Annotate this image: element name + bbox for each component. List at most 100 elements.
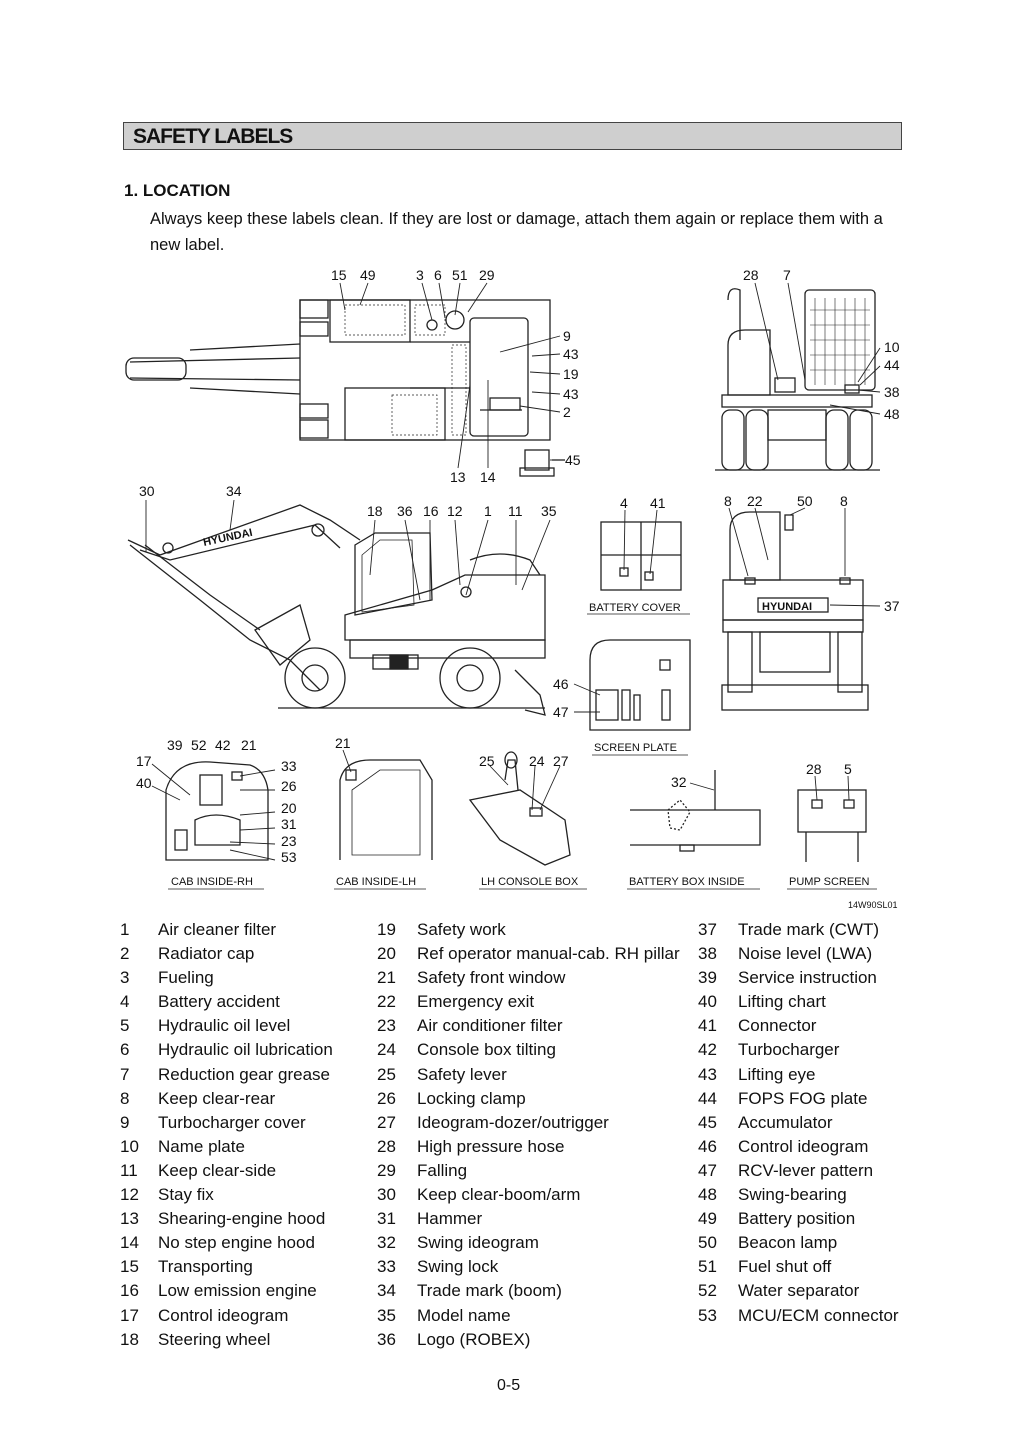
pump-screen-drawing — [797, 789, 867, 862]
legend-item-number: 33 — [377, 1257, 396, 1277]
callout-number: 16 — [423, 503, 439, 519]
legend-item-number: 16 — [120, 1281, 139, 1301]
legend-item-label: Model name — [417, 1305, 511, 1325]
figure-code: 14W90SL01 — [848, 900, 898, 910]
cab-inside-rh-leader-lines — [151, 763, 276, 861]
legend-item-number: 4 — [120, 992, 130, 1012]
lh-console-box-callouts: 25 24 27 LH CONSOLE BOX — [479, 753, 579, 888]
rear-view-leader-lines — [754, 282, 881, 415]
callout-number: 39 — [167, 737, 183, 753]
callout-number: 27 — [553, 753, 569, 769]
legend-item-number: 28 — [377, 1136, 396, 1156]
legend-item: 14 No step engine hood — [120, 1231, 333, 1255]
legend-item-label: FOPS FOG plate — [738, 1088, 868, 1108]
legend-item-number: 42 — [698, 1040, 717, 1060]
cab-inside-rh-drawing — [165, 761, 269, 861]
legend-item-label: Safety front window — [417, 968, 566, 988]
callout-number: 49 — [360, 267, 376, 283]
battery-cover-callouts: 4 41 BATTERY COVER — [589, 495, 681, 614]
callout-number: 30 — [139, 483, 155, 499]
legend-item-number: 15 — [120, 1257, 139, 1277]
legend-item-label: Shearing-engine hood — [158, 1209, 326, 1229]
page-number: 0-5 — [497, 1377, 521, 1394]
page-title: SAFETY LABELS — [133, 125, 293, 148]
callout-number: 46 — [553, 676, 569, 692]
top-view-leader-lines — [339, 282, 561, 469]
legend-item-label: MCU/ECM connector — [738, 1305, 899, 1325]
callout-number: 1 — [484, 503, 492, 519]
callout-number: 53 — [281, 849, 297, 865]
legend-item-label: Name plate — [158, 1136, 245, 1156]
legend-item-number: 34 — [377, 1281, 396, 1301]
legend-item-label: Hydraulic oil lubrication — [158, 1040, 333, 1060]
legend-item-label: Trade mark (boom) — [417, 1281, 562, 1301]
legend-item-label: Battery position — [738, 1209, 856, 1229]
callout-number: 38 — [884, 384, 900, 400]
legend-item-number: 8 — [120, 1088, 130, 1108]
legend-item-label: Lifting chart — [738, 992, 826, 1012]
front-view-leader-lines — [728, 507, 881, 607]
callout-number: 21 — [335, 735, 351, 751]
legend-item-number: 12 — [120, 1185, 139, 1205]
screen-plate-callouts: 46 47 SCREEN PLATE — [553, 676, 677, 754]
callout-number: 24 — [529, 753, 545, 769]
legend-item-number: 20 — [377, 944, 396, 964]
legend-item-label: Ref operator manual-cab. RH pillar — [417, 944, 680, 964]
legend-item-label: Safety lever — [417, 1064, 507, 1084]
callout-number: 42 — [215, 737, 231, 753]
legend-item-label: Beacon lamp — [738, 1233, 838, 1253]
cab-inside-lh-leader-lines — [342, 749, 352, 773]
legend-item-number: 10 — [120, 1136, 139, 1156]
legend-item-number: 53 — [698, 1305, 717, 1325]
screen-plate-caption: SCREEN PLATE — [594, 742, 677, 754]
legend-item-number: 50 — [698, 1233, 717, 1253]
callout-number: 35 — [541, 503, 557, 519]
lh-console-box-drawing — [468, 751, 571, 866]
callout-number: 45 — [565, 452, 581, 468]
cab-inside-rh-caption: CAB INSIDE-RH — [171, 876, 253, 888]
legend-item-number: 25 — [377, 1064, 396, 1084]
callout-number: 13 — [450, 469, 466, 485]
cab-inside-lh-drawing — [339, 759, 433, 860]
callout-number: 14 — [480, 469, 496, 485]
legend-item-number: 46 — [698, 1136, 717, 1156]
side-view-leader-lines — [145, 499, 551, 601]
legend-item-number: 38 — [698, 944, 717, 964]
legend-item-number: 5 — [120, 1016, 130, 1036]
callout-number: 7 — [783, 267, 791, 283]
callout-number: 22 — [747, 493, 763, 509]
screen-plate-leader-lines — [573, 683, 601, 713]
legend-item-label: Falling — [417, 1160, 468, 1180]
callout-number: 20 — [281, 800, 297, 816]
legend-item-label: Keep clear-side — [158, 1160, 277, 1180]
battery-box-inside-leader-lines — [689, 782, 715, 791]
legend-item-label: No step engine hood — [158, 1233, 315, 1253]
front-view-drawing — [721, 511, 869, 711]
callout-number: 47 — [553, 704, 569, 720]
callout-number: 11 — [508, 503, 523, 519]
callout-number: 8 — [724, 493, 732, 509]
legend-item-number: 14 — [120, 1233, 139, 1253]
side-view-drawing — [127, 504, 546, 716]
callout-number: 18 — [367, 503, 383, 519]
legend-item-number: 32 — [377, 1233, 396, 1253]
battery-box-inside-drawing — [630, 770, 761, 852]
pump-screen-callouts: 28 5 PUMP SCREEN — [789, 761, 870, 888]
legend-item: 53 MCU/ECM connector — [698, 1304, 899, 1328]
legend-item-label: Hammer — [417, 1209, 483, 1229]
